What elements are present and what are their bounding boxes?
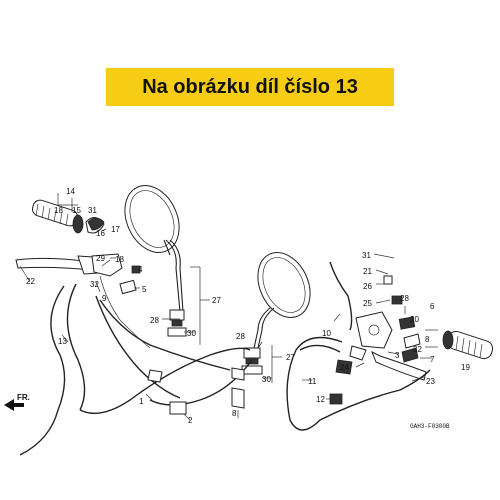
callout-11: 11 bbox=[308, 377, 317, 386]
callout-20: 20 bbox=[410, 315, 419, 324]
callout-4: 4 bbox=[138, 265, 143, 274]
callout-6: 6 bbox=[430, 302, 435, 311]
callout-7: 7 bbox=[430, 355, 435, 364]
cable-clip bbox=[329, 393, 343, 405]
callout-28-right: 28 bbox=[236, 332, 245, 341]
callout-26: 26 bbox=[363, 282, 372, 291]
front-brake-lever bbox=[371, 350, 427, 381]
wire-harness bbox=[99, 275, 151, 349]
part-number-banner: Na obrázku díl číslo 13 bbox=[106, 68, 394, 106]
lever-holder bbox=[91, 253, 123, 277]
callout-27-right: 27 bbox=[286, 353, 295, 362]
callout-21: 21 bbox=[363, 267, 372, 276]
callout-12: 12 bbox=[316, 395, 325, 404]
callout-23: 23 bbox=[426, 377, 435, 386]
callout-25: 25 bbox=[363, 299, 372, 308]
right-switch-cover bbox=[403, 333, 421, 349]
callout-10: 10 bbox=[322, 329, 331, 338]
leader-lines bbox=[19, 193, 438, 421]
banner-text: Na obrázku díl číslo 13 bbox=[142, 75, 358, 98]
callout-30-left: 30 bbox=[187, 329, 196, 338]
right-grip bbox=[442, 330, 494, 360]
callout-15: 15 bbox=[72, 206, 81, 215]
callout-18-holder: 18 bbox=[115, 255, 124, 264]
callout-17: 17 bbox=[111, 225, 120, 234]
callout-32-right: 32 bbox=[413, 345, 422, 354]
callout-28-left: 28 bbox=[150, 316, 159, 325]
direction-marker-text: FR. bbox=[17, 393, 30, 402]
callout-2: 2 bbox=[188, 416, 193, 425]
callout-24: 24 bbox=[340, 363, 349, 372]
front-direction-marker: FR. bbox=[4, 393, 30, 411]
callout-5: 5 bbox=[142, 285, 147, 294]
callout-8: 8 bbox=[425, 335, 430, 344]
clutch-cable bbox=[19, 283, 86, 456]
right-cables bbox=[286, 261, 431, 431]
callout-18-grip: 18 bbox=[54, 206, 63, 215]
callout-14: 14 bbox=[66, 187, 75, 196]
callout-1: 1 bbox=[139, 397, 144, 406]
callout-13: 13 bbox=[58, 337, 67, 346]
callout-8-lower: 8 bbox=[232, 409, 237, 418]
callout-9: 9 bbox=[102, 294, 107, 303]
left-grip bbox=[31, 199, 84, 234]
callout-22: 22 bbox=[26, 277, 35, 286]
callout-19: 19 bbox=[461, 363, 470, 372]
left-mirror bbox=[124, 185, 184, 313]
callout-30-right: 30 bbox=[262, 375, 271, 384]
switch-16 bbox=[87, 217, 105, 231]
callout-27-left: 27 bbox=[212, 296, 221, 305]
right-lever-clamp bbox=[401, 347, 419, 363]
callout-29: 29 bbox=[96, 254, 105, 263]
callout-32-left: 32 bbox=[90, 280, 99, 289]
callout-3: 3 bbox=[395, 351, 400, 360]
switch-block bbox=[119, 279, 137, 295]
diagram-code: GAH3-F0300B bbox=[410, 423, 450, 430]
callout-31: 31 bbox=[362, 251, 371, 260]
throttle-cables bbox=[79, 295, 253, 415]
right-mirror bbox=[253, 252, 311, 349]
left-mirror-base bbox=[167, 309, 187, 337]
callout-numbers: 1 2 3 4 5 6 7 8 9 10 11 12 13 14 15 16 1… bbox=[26, 187, 470, 425]
callout-28-bolt: 28 bbox=[400, 294, 409, 303]
callout-16: 16 bbox=[96, 229, 105, 238]
throttle-housing bbox=[355, 275, 403, 349]
callout-31-bolt: 31 bbox=[88, 206, 97, 215]
